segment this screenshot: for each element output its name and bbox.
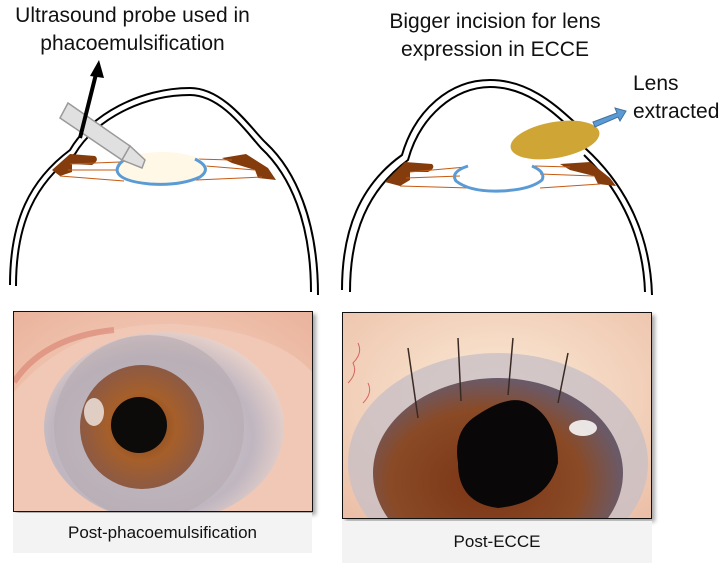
extracted-lens [510,120,600,160]
caption-left: Post-phacoemulsification [13,513,312,553]
lens-extracted-label: Lens extracted [633,70,719,126]
right-title: Bigger incision for lens expression in E… [370,8,620,64]
left-title-line2: phacoemulsification [40,32,225,55]
eye-photo-phaco [14,312,312,511]
eye-photo-ecce [343,313,651,518]
caption-right-text: Post-ECCE [453,532,541,551]
photo-post-phaco [13,311,313,512]
black-arrow-icon [78,60,104,139]
zonules [59,158,263,182]
blue-arrow-icon [592,107,627,128]
right-title-line2: expression in ECCE [401,38,589,61]
lens-extracted-line1: Lens [633,72,679,95]
ciliary-body-left [52,154,97,176]
caption-right: Post-ECCE [342,521,652,563]
lens-capsule [115,157,207,186]
caption-left-text: Post-phacoemulsification [68,523,257,542]
left-title: Ultrasound probe used in phacoemulsifica… [0,2,265,58]
left-title-line1: Ultrasound probe used in [15,4,250,27]
ciliary-body-right [222,154,276,180]
zonules [399,165,601,189]
eye-diagrams [9,60,653,296]
ciliary-body-right [560,162,616,186]
right-title-line1: Bigger incision for lens [389,10,601,33]
ciliary-body-left [385,162,434,186]
left-eye-diagram [9,60,319,296]
ultrasound-probe-icon [59,101,146,169]
photo-post-ecce [342,312,652,519]
lens-capsule-empty [453,164,545,193]
right-eye-diagram [341,78,653,296]
lens-extracted-line2: extracted [633,100,720,123]
